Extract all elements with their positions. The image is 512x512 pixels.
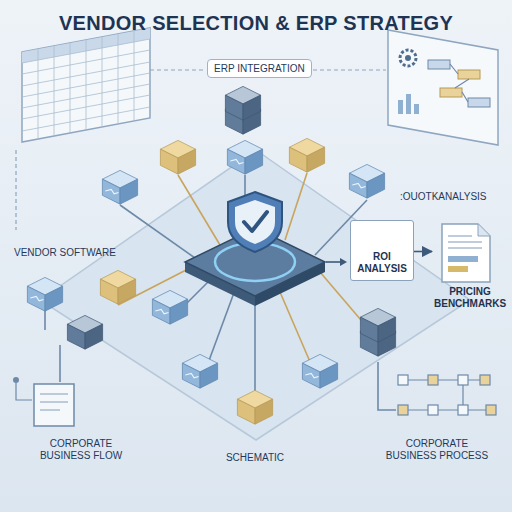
- security-hub: [185, 192, 325, 306]
- dashed-link: [16, 70, 386, 230]
- node-text: ROI ANALYSIS: [354, 251, 410, 275]
- report-document: ROI ANALYSIS: [350, 220, 414, 281]
- section-label: SCHEMATIC: [195, 452, 315, 464]
- hub-arrow: [326, 258, 347, 266]
- section-label: CORPORATE BUSINESS PROCESS: [381, 438, 493, 462]
- business-flow-sketch: [13, 377, 74, 426]
- group-label: VENDOR SOFTWARE: [14, 247, 116, 259]
- benchmark-document: PRICING BENCHMARKS: [432, 222, 508, 312]
- section-label: CORPORATE BUSINESS FLOW: [25, 438, 137, 462]
- integration-tag: ERP INTEGRATION: [207, 59, 312, 78]
- spreadsheet-panel: [22, 28, 150, 142]
- pricing-document-icon: [442, 224, 490, 282]
- connection-lines: [45, 173, 396, 410]
- process-panel: [388, 30, 498, 145]
- diagram-title: VENDOR SELECTION & ERP STRATEGY: [0, 12, 512, 35]
- node-text: ERP INTEGRATION: [214, 63, 305, 74]
- node-text: PRICING BENCHMARKS: [434, 286, 506, 310]
- panel-label: :OUOTKANALYSIS: [400, 191, 487, 203]
- process-flowchart: [398, 375, 496, 415]
- flow-arrow: [414, 251, 432, 253]
